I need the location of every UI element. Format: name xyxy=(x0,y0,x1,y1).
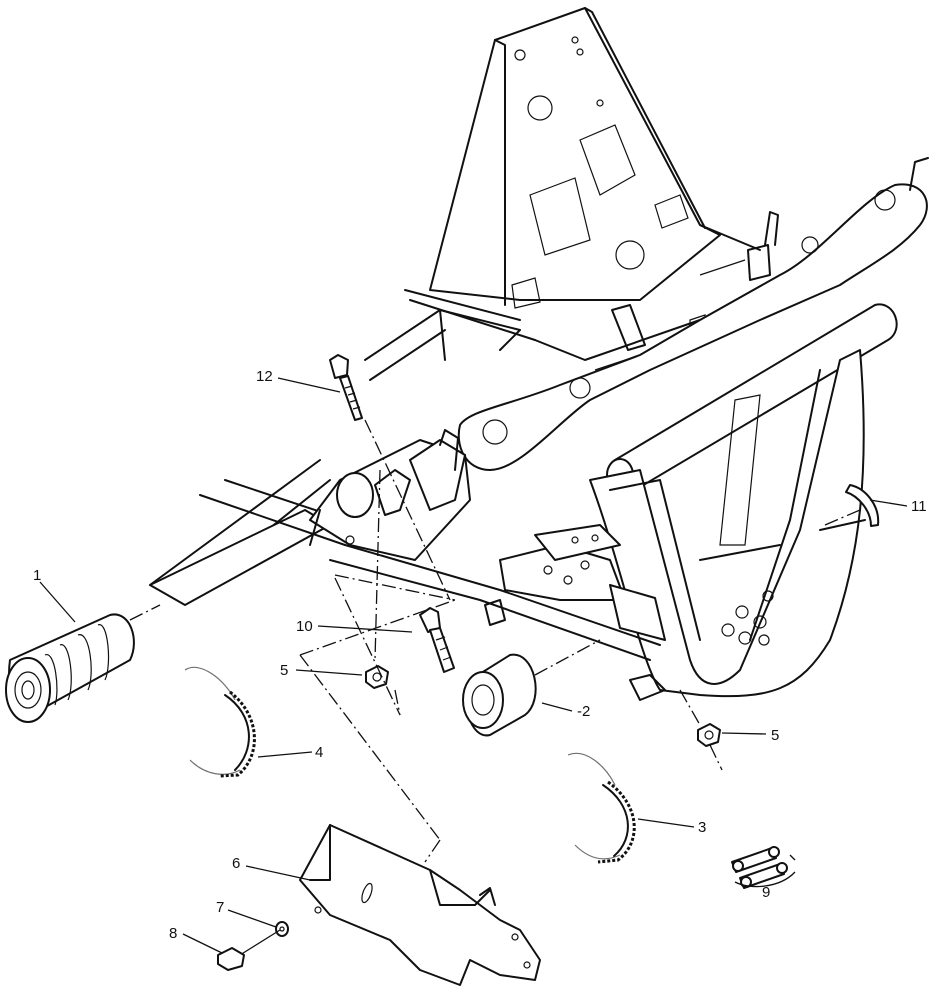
lower-rail xyxy=(149,459,666,701)
callout-11: 11 xyxy=(911,498,927,515)
callout-5a: 5 xyxy=(280,662,288,679)
callout-1: 1 xyxy=(33,567,41,584)
part-9-link xyxy=(731,846,788,889)
part-12-bolt xyxy=(329,354,363,421)
callout-12: 12 xyxy=(256,368,273,385)
part-4-chain xyxy=(184,666,256,778)
part-2-idler-wheel xyxy=(462,653,537,737)
callout-5b: 5 xyxy=(771,727,779,744)
axle-bracket xyxy=(309,429,471,561)
part-7-washer xyxy=(275,921,289,937)
callout-8: 8 xyxy=(169,925,177,942)
centerlines xyxy=(129,419,861,863)
callout-3: 3 xyxy=(698,819,706,836)
part-1-sprocket xyxy=(5,613,135,723)
part-3-chain xyxy=(567,752,636,864)
frame-side-rails xyxy=(364,224,761,381)
part-10-bolt xyxy=(419,607,455,673)
part-8-bolt xyxy=(217,929,281,971)
callout-2: -2 xyxy=(577,703,590,720)
part-11-clip xyxy=(845,484,880,527)
crossmember xyxy=(457,157,929,471)
bulkhead-plate xyxy=(429,7,721,331)
callout-10: 10 xyxy=(296,618,313,635)
callout-labels: 1 -2 3 4 5 5 6 7 8 9 10 11 12 xyxy=(33,368,927,942)
leader-lines xyxy=(39,377,908,954)
part-6-chain-guard xyxy=(299,824,541,986)
callout-9: 9 xyxy=(762,884,770,901)
part-5-nut-right xyxy=(697,723,721,747)
callout-6: 6 xyxy=(232,855,240,872)
callout-4: 4 xyxy=(315,744,323,761)
part-5-nut-left xyxy=(365,665,389,689)
callout-7: 7 xyxy=(216,899,224,916)
